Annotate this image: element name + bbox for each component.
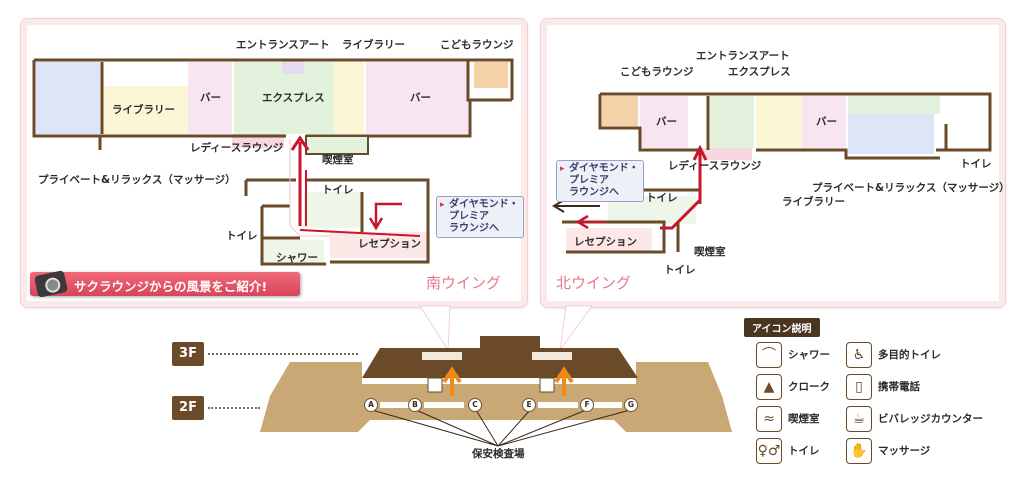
- gate-e: E: [522, 398, 536, 412]
- south-bar-left-room: [188, 62, 232, 134]
- south-route-arrow-2: [299, 170, 421, 237]
- north-ladies-room: [696, 148, 752, 160]
- floor-2f-line: [208, 407, 260, 409]
- south-entrance-art-label: エントランスアート: [236, 39, 330, 51]
- beverage-counter-icon: ☕: [846, 406, 872, 432]
- south-toilet-left-label: トイレ: [226, 230, 258, 242]
- south-ladies-lounge-label: レディースラウンジ: [190, 142, 284, 154]
- north-route-arrow: [660, 144, 708, 230]
- north-toilet-mid-label: トイレ: [646, 192, 678, 204]
- massage-icon: ✋: [846, 438, 872, 464]
- north-lounge-marker: [532, 352, 572, 360]
- floor-3f-line: [208, 353, 358, 355]
- scenery-banner[interactable]: サクラウンジからの風景をご紹介!: [30, 270, 300, 298]
- north-escalator: [539, 377, 555, 393]
- north-reception-room: [566, 228, 652, 252]
- security-lines: [371, 409, 631, 447]
- toilet-icon: ♀♂: [756, 438, 782, 464]
- south-lounge-marker: [422, 352, 462, 360]
- south-private-relax-room: [36, 62, 100, 134]
- shower-icon: ⌒: [756, 342, 782, 368]
- security-label: 保安検査場: [472, 448, 525, 460]
- south-reception-label: レセプション: [358, 238, 421, 250]
- legend-title: アイコン説明: [744, 318, 820, 337]
- south-route-arrow-3: [368, 202, 402, 231]
- north-bar-left-room: [640, 96, 688, 148]
- north-diamond-premier-callout[interactable]: ダイヤモンド・ プレミア ラウンジへ: [556, 160, 644, 202]
- north-express-label: エクスプレス: [728, 66, 791, 78]
- south-escalator: [427, 377, 443, 393]
- north-exit-arrow: [552, 199, 600, 213]
- north-route-arrow-2: [575, 214, 606, 230]
- south-entrance-art: [282, 60, 304, 74]
- north-reception-label: レセプション: [574, 236, 637, 248]
- gate-a: A: [364, 398, 378, 412]
- north-smoking-room-label: 喫煙室: [694, 246, 726, 258]
- south-toilet-room: [304, 192, 362, 228]
- gate-b: B: [408, 398, 422, 412]
- south-library-top-room: [334, 62, 364, 134]
- gate-c: C: [468, 398, 482, 412]
- north-bar-right-room: [802, 96, 846, 148]
- accessible-toilet-icon: ♿: [846, 342, 872, 368]
- south-toilet-right-label: トイレ: [322, 184, 354, 196]
- south-private-relax-label: プライベート&リラックス（マッサージ）: [38, 174, 236, 186]
- south-bar-right-room: [366, 62, 468, 134]
- south-route-arrow: [290, 135, 310, 226]
- south-up-arrow: [442, 366, 462, 396]
- north-kids-lounge-label: こどもラウンジ: [620, 66, 694, 78]
- south-corridor: [289, 140, 330, 237]
- north-wing-label: 北ウイング: [556, 274, 632, 292]
- north-ladies-lounge-label: レディースラウンジ: [668, 160, 762, 172]
- south-shower-label: シャワー: [276, 252, 318, 264]
- north-toilet-right-label: トイレ: [960, 158, 992, 170]
- south-express-label: エクスプレス: [262, 92, 325, 104]
- scenery-banner-text: サクラウンジからの風景をご紹介!: [74, 279, 268, 294]
- south-bar-left-label: バー: [200, 92, 221, 104]
- north-bar-left-label: バー: [656, 116, 677, 128]
- north-upper-wall: [598, 92, 992, 160]
- south-upper-wall: [32, 58, 514, 150]
- south-kids-lounge-label: こどもラウンジ: [440, 39, 514, 51]
- north-entrance-art-label: エントランスアート: [696, 50, 790, 62]
- south-shower-room: [262, 240, 324, 262]
- north-private-relax-room: [848, 114, 934, 154]
- south-library-top-label: ライブラリー: [342, 39, 405, 51]
- north-up-arrow: [554, 366, 574, 396]
- south-wing-label: 南ウイング: [426, 274, 502, 292]
- north-library-room: [756, 96, 802, 148]
- north-private-relax-label: プライベート&リラックス（マッサージ）: [812, 182, 1010, 194]
- terminal-3f: [362, 336, 638, 378]
- north-kids-room: [602, 96, 638, 126]
- north-pointer: [559, 305, 593, 351]
- cloak-icon: ▲: [756, 374, 782, 400]
- floor-2f-tag: 2F: [172, 396, 204, 420]
- south-kids-room: [474, 62, 508, 88]
- north-bar-right-label: バー: [816, 116, 837, 128]
- south-pointer: [419, 305, 451, 352]
- south-smoking-room-label: 喫煙室: [322, 154, 354, 166]
- gate-g: G: [624, 398, 638, 412]
- south-diamond-premier-callout[interactable]: ダイヤモンド・ プレミア ラウンジへ: [436, 196, 524, 238]
- south-lower-wall: [244, 178, 430, 266]
- floor-3f-tag: 3F: [172, 342, 204, 366]
- north-green-room: [848, 96, 940, 114]
- north-express-room: [710, 96, 754, 148]
- smoking-icon: ≈: [756, 406, 782, 432]
- gate-f: F: [580, 398, 594, 412]
- north-toilet-bottom-label: トイレ: [664, 264, 696, 276]
- mobile-phone-icon: ▯: [846, 374, 872, 400]
- north-library-label: ライブラリー: [782, 196, 845, 208]
- south-library-room: [100, 86, 188, 134]
- south-library-room-label: ライブラリー: [112, 104, 175, 116]
- south-bar-right-label: バー: [410, 92, 431, 104]
